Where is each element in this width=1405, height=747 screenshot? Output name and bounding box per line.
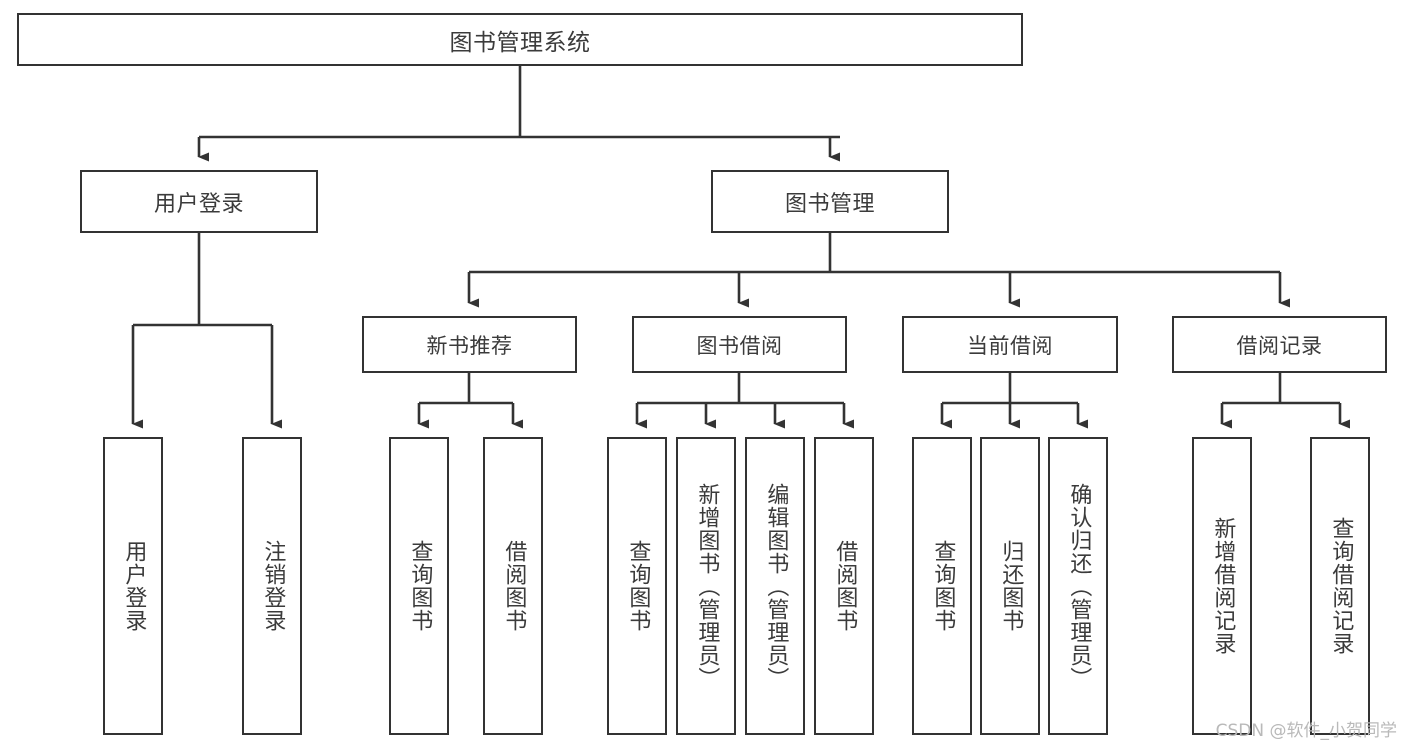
leaf-borrow-book-2-label: 借阅图书 <box>832 540 858 632</box>
leaf-edit-book[interactable]: 编辑图书（管理员） <box>745 437 805 735</box>
node-book-manage-label: 图书管理 <box>784 191 875 217</box>
leaf-add-book[interactable]: 新增图书（管理员） <box>676 437 736 735</box>
leaf-borrow-book-2[interactable]: 借阅图书 <box>814 437 874 735</box>
node-root[interactable]: 图书管理系统 <box>17 13 1023 66</box>
leaf-query-record[interactable]: 查询借阅记录 <box>1310 437 1370 735</box>
leaf-query-book-2-label: 查询图书 <box>625 540 651 632</box>
node-user-login-label: 用户登录 <box>153 191 244 217</box>
node-new-book-rec-label: 新书推荐 <box>426 333 513 358</box>
leaf-borrow-book-1-label: 借阅图书 <box>501 540 527 632</box>
node-root-label: 图书管理系统 <box>449 29 591 56</box>
leaf-query-book-1[interactable]: 查询图书 <box>389 437 449 735</box>
leaf-user-logout-label: 注销登录 <box>260 540 286 632</box>
leaf-confirm-return-label: 确认归还（管理员） <box>1066 482 1092 690</box>
leaf-query-book-2[interactable]: 查询图书 <box>607 437 667 735</box>
leaf-add-book-label: 新增图书（管理员） <box>694 482 720 690</box>
leaf-add-record-label: 新增借阅记录 <box>1210 517 1236 655</box>
leaf-query-book-3[interactable]: 查询图书 <box>912 437 972 735</box>
leaf-user-login-label: 用户登录 <box>121 540 147 632</box>
node-borrow-record-label: 借阅记录 <box>1236 333 1323 358</box>
leaf-return-book[interactable]: 归还图书 <box>980 437 1040 735</box>
node-book-borrow-label: 图书借阅 <box>696 333 783 358</box>
leaf-add-record[interactable]: 新增借阅记录 <box>1192 437 1252 735</box>
leaf-confirm-return[interactable]: 确认归还（管理员） <box>1048 437 1108 735</box>
leaf-return-book-label: 归还图书 <box>998 540 1024 632</box>
node-user-login[interactable]: 用户登录 <box>80 170 318 233</box>
leaf-query-book-3-label: 查询图书 <box>930 540 956 632</box>
leaf-query-record-label: 查询借阅记录 <box>1328 517 1354 655</box>
node-current-borrow-label: 当前借阅 <box>967 333 1053 358</box>
node-new-book-rec[interactable]: 新书推荐 <box>362 316 577 373</box>
leaf-edit-book-label: 编辑图书（管理员） <box>763 482 789 690</box>
node-borrow-record[interactable]: 借阅记录 <box>1172 316 1387 373</box>
leaf-query-book-1-label: 查询图书 <box>407 540 433 632</box>
node-book-borrow[interactable]: 图书借阅 <box>632 316 847 373</box>
leaf-user-login[interactable]: 用户登录 <box>103 437 163 735</box>
leaf-borrow-book-1[interactable]: 借阅图书 <box>483 437 543 735</box>
leaf-user-logout[interactable]: 注销登录 <box>242 437 302 735</box>
node-current-borrow[interactable]: 当前借阅 <box>902 316 1118 373</box>
node-book-manage[interactable]: 图书管理 <box>711 170 949 233</box>
